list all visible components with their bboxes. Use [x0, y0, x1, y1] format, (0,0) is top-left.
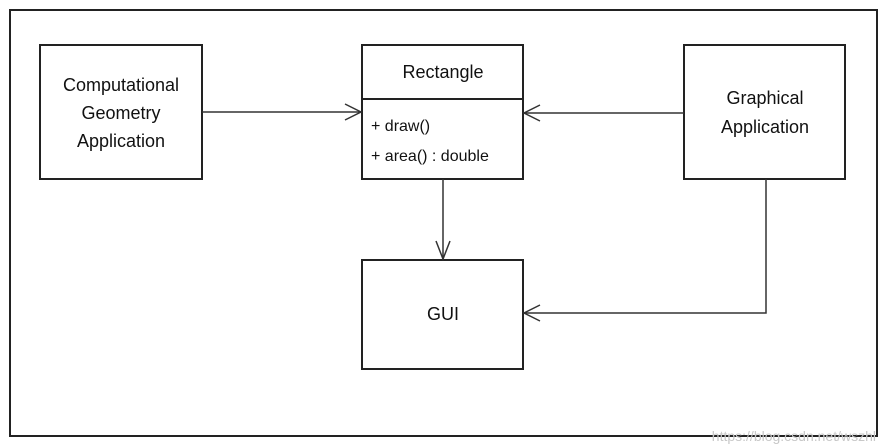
graphical-application-box: Graphical Application: [683, 44, 846, 180]
edge-computational-to-rectangle: [202, 103, 363, 121]
computational-geometry-application-box: Computational Geometry Application: [39, 44, 203, 180]
computational-geometry-label-line-2: Geometry: [81, 103, 160, 123]
graphical-application-label-line-1: Graphical: [726, 88, 803, 108]
rectangle-member-draw: + draw(): [371, 118, 430, 135]
computational-geometry-label-line-1: Computational: [63, 75, 179, 95]
watermark-text: https://blog.csdn.net/wszhl: [712, 428, 876, 444]
graphical-application-label-line-2: Application: [721, 117, 809, 137]
rectangle-class-title: Rectangle: [402, 62, 483, 82]
gui-label: GUI: [427, 304, 459, 324]
computational-geometry-label-line-3: Application: [77, 131, 165, 151]
open-arrowhead: [522, 304, 541, 322]
edge-rectangle-to-gui: [435, 179, 451, 262]
rectangle-class-box: Rectangle + draw() + area() : double: [361, 44, 524, 180]
open-arrowhead: [435, 240, 451, 262]
edge-graphical-to-gui: [522, 179, 767, 322]
gui-box: GUI: [361, 259, 524, 370]
edge-graphical-to-rectangle: [522, 104, 684, 122]
rectangle-member-area: + area() : double: [371, 148, 489, 165]
open-arrowhead: [522, 104, 541, 122]
open-arrowhead: [344, 103, 363, 121]
